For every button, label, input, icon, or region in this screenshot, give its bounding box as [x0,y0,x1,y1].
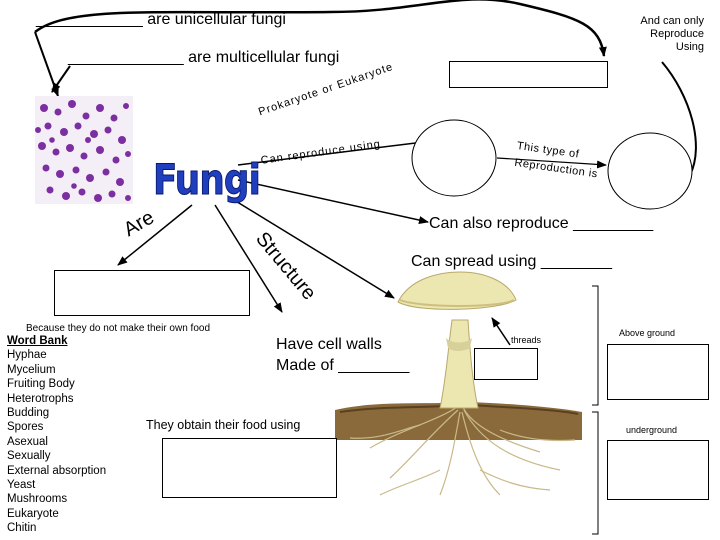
word-bank-item: Sexually [7,450,51,463]
also-reproduce-text: Can also reproduce _________ [429,215,654,232]
connector-right-curve [661,61,697,176]
threads-label: threads [511,335,542,345]
only-reproduce-line-2: Reproduce [650,28,704,40]
arrow-to-structure [214,204,283,313]
oval-reproduce [411,119,497,197]
cell-walls-text: Have cell walls Made of ________ [276,334,409,376]
word-bank-item: Chitin [7,522,37,535]
yeast-image [35,96,133,204]
spread-using-text: Can spread using ________ [411,253,613,270]
underground-label: underground [626,425,678,435]
multicellular-text: _____________ are multicellular fungi [68,49,340,66]
cell-walls-line-1: Have cell walls [276,336,382,353]
arrow-oval-to-oval [496,157,607,169]
word-bank-item: External absorption [7,464,107,477]
word-bank: Word Bank Hyphae Mycelium Fruiting Body … [7,334,106,536]
only-reproduce-line-1: And can only [640,15,704,27]
connector-unicellular-to-yeast [34,31,59,97]
connector-multicellular [51,65,71,93]
word-bank-item: Yeast [7,479,36,492]
word-bank-item: Asexual [7,435,48,448]
bracket-below [592,411,599,535]
only-reproduce-line-3: Using [675,41,704,53]
oval-reproduction-type [607,132,693,210]
word-bank-item: Heterotrophs [7,392,74,405]
mushroom-image [335,271,582,496]
only-reproduce-note: And can only Reproduce Using [640,15,704,54]
cell-walls-line-2: Made of ________ [276,357,410,374]
own-food-text: Because they do not make their own food [26,323,211,334]
word-bank-item: Budding [7,407,50,420]
answer-box-underground[interactable] [607,440,709,500]
arrow-threads [491,317,511,346]
word-bank-item: Hyphae [7,349,47,362]
word-bank-item: Mushrooms [7,493,68,506]
answer-box-food[interactable] [162,438,337,498]
fungi-title: Fungi [153,155,262,205]
obtain-food-text: They obtain their food using [146,418,301,432]
answer-box-are[interactable] [54,270,250,316]
word-bank-title: Word Bank [7,335,68,347]
word-bank-item: Eukaryote [7,507,59,520]
arrow-to-also-reproduce [237,179,429,224]
unicellular-text: ____________ are unicellular fungi [36,11,286,28]
word-bank-item: Mycelium [7,363,56,376]
answer-box-above-ground[interactable] [607,344,709,400]
arrow-to-are [117,204,193,266]
answer-box-threads[interactable] [474,348,538,380]
bracket-above [592,285,599,406]
above-ground-label: Above ground [619,328,676,338]
word-bank-item: Fruiting Body [7,378,75,391]
word-bank-item: Spores [7,421,44,434]
arrow-to-oval [237,137,441,166]
answer-box-reproduce-using[interactable] [449,61,608,88]
connector-top-curve [34,0,607,57]
arrow-to-spread [233,199,395,299]
